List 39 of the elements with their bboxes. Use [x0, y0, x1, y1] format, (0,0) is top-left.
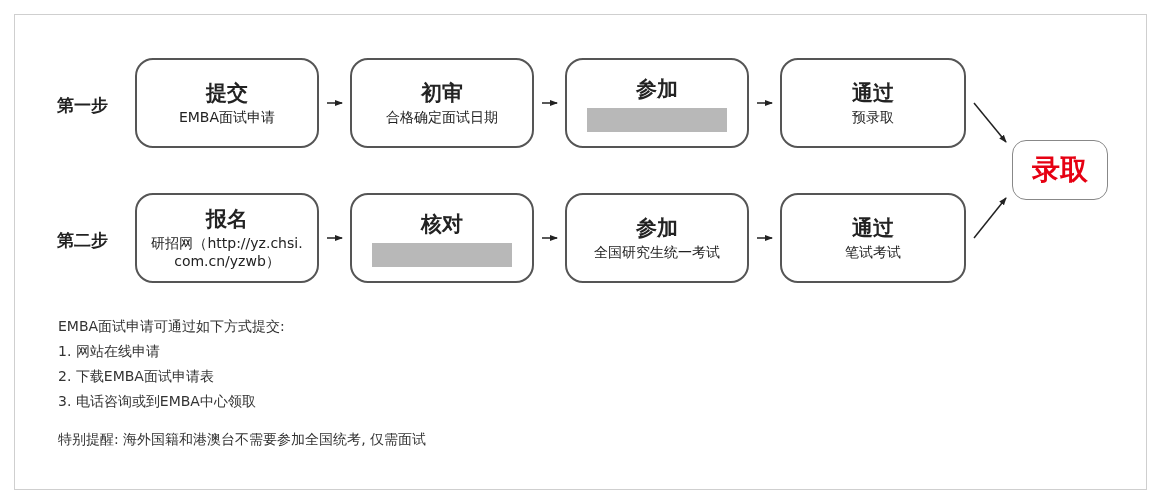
box-heading: 参加 [636, 215, 678, 241]
arrow [541, 235, 558, 241]
arrow [326, 100, 343, 106]
arrow [756, 235, 773, 241]
box-text: 全国研究生统一考试 [594, 243, 720, 261]
step-box [565, 58, 749, 148]
arrow [973, 197, 1007, 239]
box-heading: 报名 [206, 206, 248, 232]
box-heading: 参加 [636, 76, 678, 102]
box-heading: 录取 [1032, 153, 1088, 187]
box-heading: 提交 [206, 80, 248, 106]
arrow [326, 235, 343, 241]
step-box [135, 58, 319, 148]
note-text: 3. 电话咨询或到EMBA中心领取 [58, 393, 256, 411]
box-text: 预录取 [852, 108, 894, 126]
box-text: 笔试考试 [845, 243, 901, 261]
step-box [780, 58, 966, 148]
box-heading: 通过 [852, 215, 894, 241]
step-box [565, 193, 749, 283]
step-label: 第二步 [57, 229, 108, 252]
arrow [541, 100, 558, 106]
box-text: 研招网（http://yz.chsi.com.cn/yzwb） [150, 234, 304, 270]
step-box [350, 193, 534, 283]
box-text: 合格确定面试日期 [386, 108, 498, 126]
result-box [1012, 140, 1108, 200]
step-box [135, 193, 319, 283]
step-box [350, 58, 534, 148]
step-label: 第一步 [57, 94, 108, 117]
arrow [973, 102, 1007, 143]
note-text: 特别提醒: 海外国籍和港澳台不需要参加全国统考, 仅需面试 [58, 431, 427, 449]
box-heading: 通过 [852, 80, 894, 106]
box-heading: 初审 [421, 80, 463, 106]
note-text: EMBA面试申请可通过如下方式提交: [58, 318, 285, 336]
step-box [780, 193, 966, 283]
arrow [756, 100, 773, 106]
box-heading: 核对 [421, 211, 463, 237]
box-text: EMBA面试申请 [178, 108, 276, 126]
note-text: 2. 下载EMBA面试申请表 [58, 368, 214, 386]
note-text: 1. 网站在线申请 [58, 343, 160, 361]
